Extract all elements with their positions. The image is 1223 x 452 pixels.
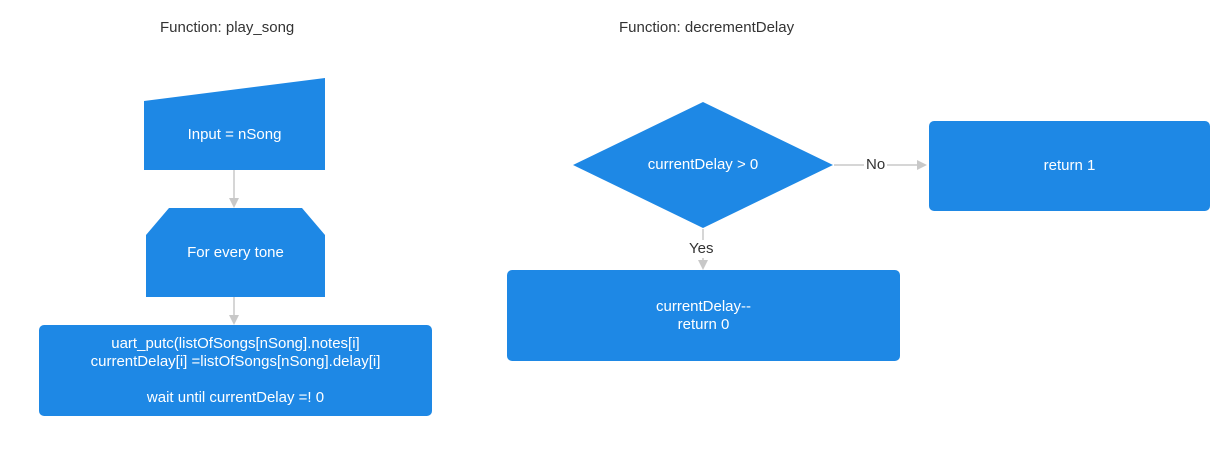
decrement-delay-title: Function: decrementDelay: [619, 19, 795, 36]
no-edge-label: No: [864, 156, 888, 174]
yes-edge-label: Yes: [687, 240, 716, 258]
return-one-node-label: return 1: [1043, 157, 1096, 174]
input-node-label: Input = nSong: [187, 126, 282, 143]
loop-node-label: For every tone: [187, 243, 284, 261]
decision-node-shape[interactable]: [573, 102, 833, 228]
return-one-node-shape[interactable]: [929, 121, 1210, 211]
process-node-label: uart_putc(listOfSongs[nSong].notes[i] cu…: [90, 334, 381, 406]
decrement-node-shape[interactable]: [507, 270, 900, 361]
play-song-title: Function: play_song: [160, 19, 295, 36]
loop-node-shape[interactable]: [146, 208, 325, 297]
process-node-shape[interactable]: [39, 325, 432, 416]
input-node-shape[interactable]: [144, 78, 325, 170]
decrement-node-label: currentDelay-- return 0: [655, 297, 752, 333]
decision-node-label: currentDelay > 0: [647, 156, 759, 173]
